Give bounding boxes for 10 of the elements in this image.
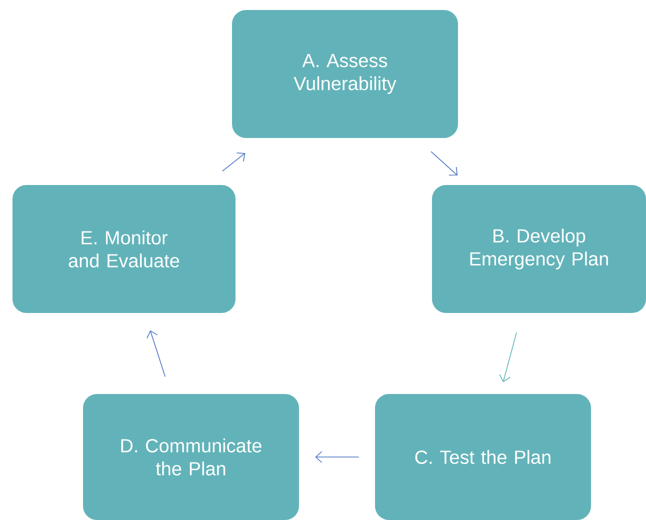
arrow <box>430 151 458 176</box>
arrow <box>315 451 360 463</box>
arrow <box>499 332 517 382</box>
process-box: A. Assess Vulnerability <box>232 10 458 138</box>
process-box: B. Develop Emergency Plan <box>432 185 646 313</box>
process-box: E. Monitor and Evaluate <box>12 185 236 313</box>
process-box: C. Test the Plan <box>375 394 591 520</box>
process-box: D. Communicate the Plan <box>83 394 299 520</box>
arrow <box>222 152 246 172</box>
arrow <box>146 330 166 378</box>
